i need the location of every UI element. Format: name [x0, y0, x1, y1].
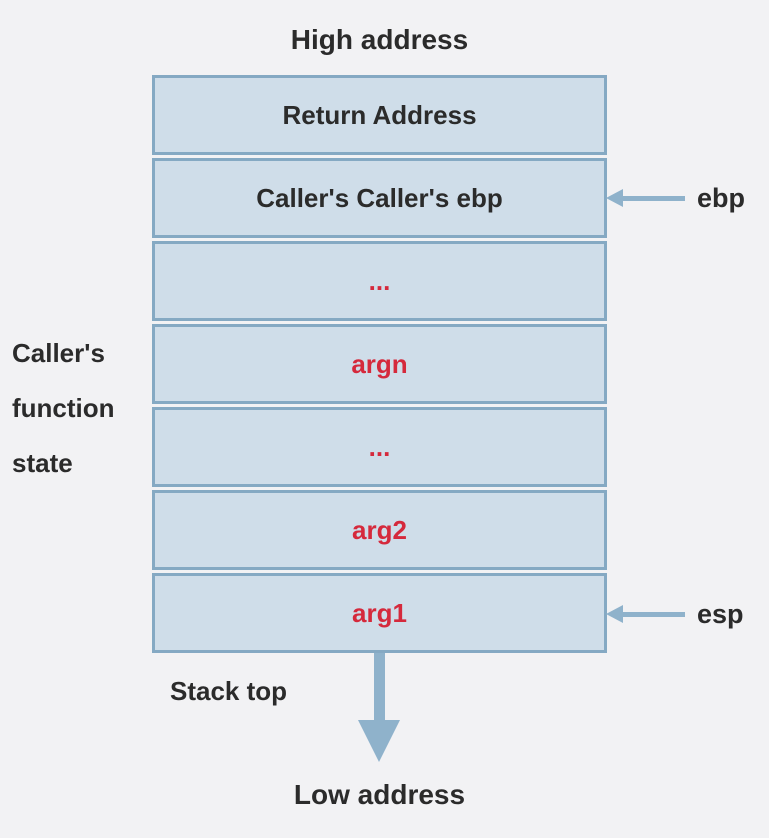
stack-top-label: Stack top	[170, 676, 288, 706]
stack-cell-ellipsis-upper: ...	[152, 241, 607, 321]
stack-cell-label: Caller's Caller's ebp	[256, 182, 503, 213]
left-arrow-icon	[606, 189, 623, 207]
arrow-line	[623, 611, 685, 617]
stack-cell-arg2: arg2	[152, 490, 607, 570]
stack-cell-callers-callers-ebp: Caller's Caller's ebp	[152, 158, 607, 238]
stack-frame-column: Return Address Caller's Caller's ebp ...…	[152, 75, 607, 656]
side-label-line: function	[12, 393, 115, 423]
esp-pointer: esp	[606, 598, 744, 629]
caller-function-state-label: Caller's function state	[12, 326, 115, 491]
side-label-line: state	[12, 448, 73, 478]
stack-cell-label: Return Address	[282, 99, 477, 130]
ebp-register-label: ebp	[697, 182, 746, 213]
stack-cell-label: argn	[351, 348, 408, 379]
side-label-line: Caller's	[12, 338, 105, 368]
ebp-pointer: ebp	[606, 182, 746, 213]
stack-growth-arrow-stem	[374, 653, 385, 722]
stack-cell-return-address: Return Address	[152, 75, 607, 155]
left-arrow-icon	[606, 605, 623, 623]
stack-cell-ellipsis-lower: ...	[152, 407, 607, 487]
stack-cell-arg1: arg1	[152, 573, 607, 653]
esp-register-label: esp	[697, 598, 744, 629]
stack-cell-argn: argn	[152, 324, 607, 404]
stack-cell-label: ...	[368, 265, 391, 296]
down-arrow-icon	[358, 720, 400, 762]
arrow-line	[623, 195, 685, 201]
stack-cell-label: ...	[368, 431, 391, 462]
high-address-label: High address	[290, 24, 469, 55]
low-address-label: Low address	[293, 779, 466, 810]
stack-cell-label: arg2	[352, 514, 407, 545]
stack-cell-label: arg1	[352, 597, 407, 628]
